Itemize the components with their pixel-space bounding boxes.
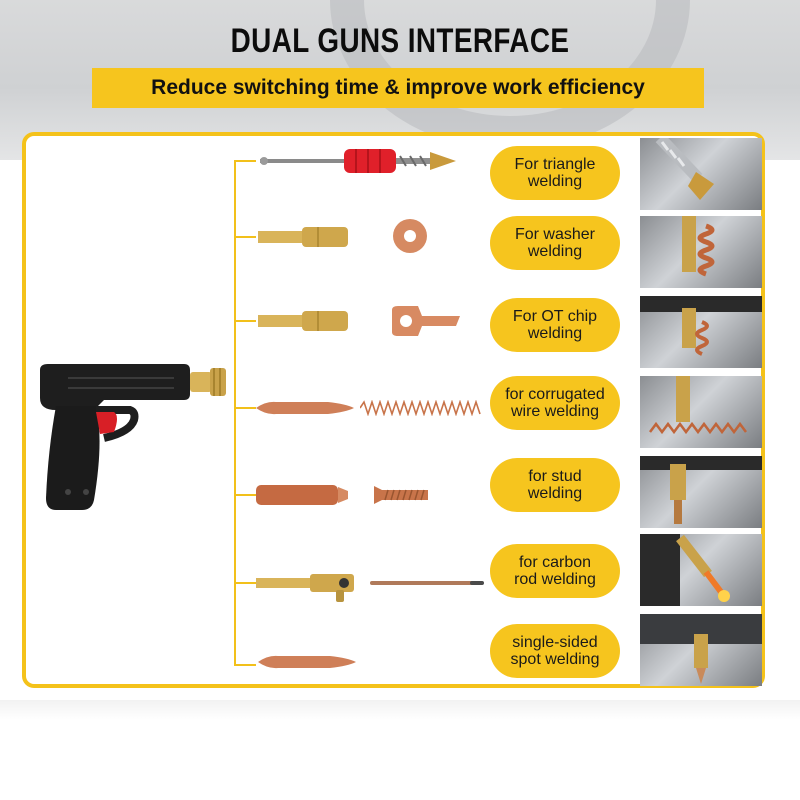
subtitle-text: Reduce switching time & improve work eff… — [151, 76, 645, 99]
label-line: For OT chip — [512, 308, 598, 325]
label-line: for stud — [528, 468, 582, 485]
connector-branch — [234, 407, 256, 409]
spot-electrode-icon — [258, 655, 356, 669]
label-line: for carbon — [518, 554, 592, 571]
label-corrugated-wire-welding: for corrugated wire welding — [490, 376, 620, 430]
label-carbon-rod-welding: for carbon rod welding — [490, 544, 620, 598]
label-washer-welding: For washer welding — [490, 216, 620, 270]
triangle-tip-photo-icon — [655, 138, 714, 200]
stud-photo-icon — [640, 456, 762, 524]
brass-tip-icon — [258, 227, 348, 247]
corrugated-wire-photo-icon — [649, 376, 747, 435]
connector-branch — [234, 160, 256, 162]
label-ot-chip-welding: For OT chip welding — [490, 298, 620, 352]
connector-branch — [234, 582, 256, 584]
label-line: for corrugated — [505, 386, 605, 403]
label-stud-welding: for stud welding — [490, 458, 620, 512]
copper-stud-tip-icon — [256, 485, 348, 505]
carbon-rod-icon — [370, 581, 484, 585]
corrugated-wire-icon — [360, 400, 481, 416]
photo-ot-chip-welding — [640, 296, 762, 368]
label-line: welding — [527, 243, 583, 260]
label-line: welding — [527, 325, 583, 342]
connector-branch — [234, 320, 256, 322]
label-line: welding — [527, 173, 583, 190]
connector-branch — [234, 664, 256, 666]
label-line: rod welding — [514, 571, 596, 588]
photo-spot-welding — [640, 614, 762, 686]
label-line: For triangle — [514, 156, 596, 173]
washer-icon — [393, 219, 427, 253]
connector-trunk — [234, 160, 236, 666]
photo-carbon-rod-welding — [640, 534, 762, 606]
label-line: For washer — [514, 226, 596, 243]
ot-chip-photo-icon — [640, 296, 762, 356]
photo-corrugated-wire-welding — [640, 376, 762, 448]
page-title: DUAL GUNS INTERFACE — [230, 22, 570, 60]
label-triangle-welding: For triangle welding — [490, 146, 620, 200]
label-line: wire welding — [510, 403, 600, 420]
connector-branch — [234, 236, 256, 238]
label-line: spot welding — [510, 651, 600, 668]
subtitle-banner: Reduce switching time & improve work eff… — [92, 68, 704, 108]
label-line: welding — [527, 485, 583, 502]
label-line: single-sided — [512, 634, 598, 651]
triangle-electrode-icon — [260, 149, 456, 173]
label-spot-welding: single-sided spot welding — [490, 624, 620, 678]
pointed-electrode-icon — [256, 401, 354, 415]
carbon-rod-holder-icon — [256, 574, 354, 602]
stud-screw-icon — [374, 486, 428, 504]
brass-tip-icon — [258, 311, 348, 331]
photo-triangle-welding — [640, 138, 762, 210]
carbon-rod-photo-icon — [640, 534, 730, 606]
spot-electrode-photo-icon — [640, 614, 762, 684]
ot-chip-icon — [392, 306, 460, 336]
photo-stud-welding — [640, 456, 762, 528]
background-strip — [0, 700, 800, 720]
welding-gun-icon — [40, 364, 226, 510]
connector-branch — [234, 494, 256, 496]
photo-washer-welding — [640, 216, 762, 288]
washer-coil-photo-icon — [682, 216, 715, 277]
